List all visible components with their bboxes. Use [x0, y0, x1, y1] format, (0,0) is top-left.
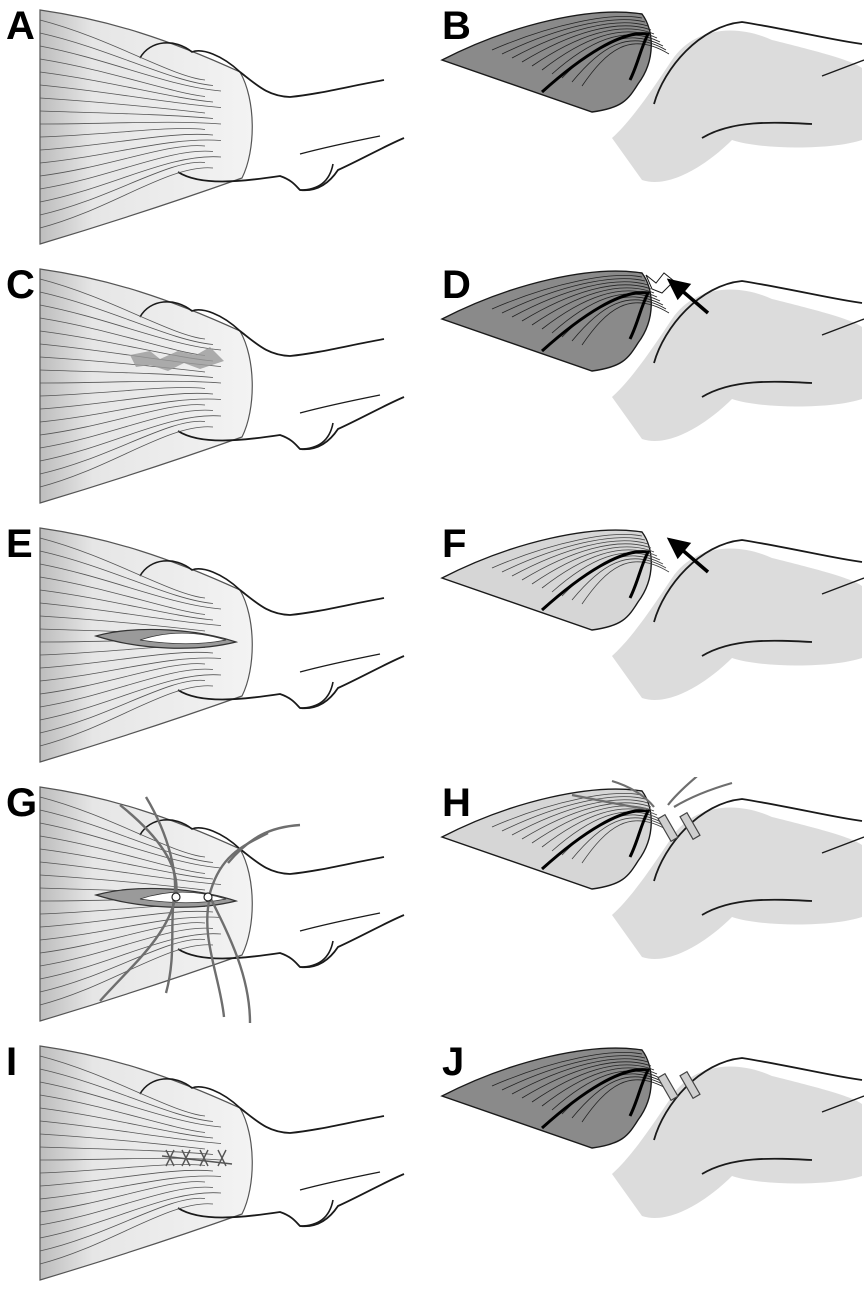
muscle-section: [442, 12, 651, 112]
muscle-section: [442, 530, 651, 630]
tubercle-outline: [300, 682, 333, 708]
tubercle-outline: [300, 164, 333, 190]
suture-anchor-implant: [658, 815, 678, 842]
panel-label: G: [6, 783, 37, 823]
panel-label: I: [6, 1042, 17, 1082]
muscle-section: [442, 271, 651, 371]
panel-label: C: [6, 265, 35, 305]
bone-inner-line: [300, 395, 380, 413]
panel-label: J: [442, 1042, 464, 1082]
panel-b: B: [432, 0, 864, 259]
panel-i: I: [0, 1036, 432, 1295]
bone-upper-edge: [240, 72, 384, 97]
panel-label: F: [442, 524, 466, 564]
panel-illustration: [0, 0, 432, 259]
panel-c: C: [0, 259, 432, 518]
panel-illustration: [0, 518, 432, 777]
panel-illustration: [432, 518, 864, 777]
tubercle-outline: [300, 1200, 333, 1226]
panel-e: E: [0, 518, 432, 777]
suture-anchor: [172, 893, 180, 901]
panel-g: G: [0, 777, 432, 1036]
panel-h: H: [432, 777, 864, 1036]
panel-illustration: [432, 259, 864, 518]
panel-illustration: [0, 777, 432, 1036]
panel-label: A: [6, 6, 35, 46]
panel-label: H: [442, 783, 471, 823]
muscle-section: [442, 1048, 651, 1148]
suture-anchor-implant: [658, 1074, 678, 1101]
bone-inner-line: [300, 136, 380, 154]
panel-a: A: [0, 0, 432, 259]
bone-upper-edge: [240, 849, 384, 874]
tubercle-outline: [300, 941, 333, 967]
panel-d: D: [432, 259, 864, 518]
bone-upper-edge: [240, 331, 384, 356]
panel-label: D: [442, 265, 471, 305]
bone-inner-line: [300, 1172, 380, 1190]
panel-label: B: [442, 6, 471, 46]
panel-illustration: [432, 1036, 864, 1295]
panel-label: E: [6, 524, 33, 564]
tubercle-outline: [300, 423, 333, 449]
muscle-belly: [40, 269, 252, 503]
bone-inner-line: [300, 654, 380, 672]
panel-illustration: [432, 0, 864, 259]
panel-j: J: [432, 1036, 864, 1295]
muscle-belly: [40, 10, 252, 244]
bone-upper-edge: [240, 1108, 384, 1133]
bone-inner-line: [300, 913, 380, 931]
panel-illustration: [0, 259, 432, 518]
panel-illustration: [432, 777, 864, 1036]
bone-upper-edge: [240, 590, 384, 615]
suture-anchor: [204, 893, 212, 901]
panel-illustration: [0, 1036, 432, 1295]
panel-f: F: [432, 518, 864, 777]
